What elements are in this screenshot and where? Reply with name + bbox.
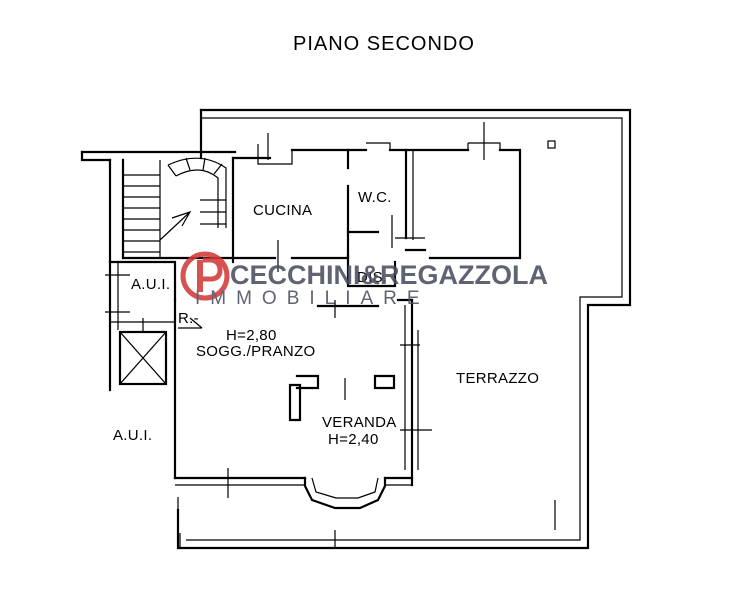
plan-title: PIANO SECONDO [293,33,475,55]
veranda-bay [303,476,387,510]
watermark-ring [180,251,230,301]
wc-label: W.C. [358,189,392,206]
watermark: CECCHINI&REGAZZOLA IMMOBILIARE [180,251,548,309]
terrace-edge-ticks [179,530,336,548]
kitchen-north-wall-b [290,148,350,170]
terrace-drain [547,140,556,149]
r-label: R.- [178,310,199,327]
soggiorno-height: H=2,80 [226,327,277,344]
dis-label: DIS. [357,269,387,286]
aui-top-label: A.U.I. [131,276,170,293]
pillar-right [373,374,396,390]
watermark-sub: IMMOBILIARE [195,288,430,309]
veranda-label: VERANDA [322,414,397,431]
pillar-left [288,383,302,422]
terrace-parapet [186,117,623,541]
bedroom-walls [404,148,522,260]
kitchen-window [257,133,293,165]
kitchen-label: CUCINA [253,202,312,219]
bedroom-window [467,122,501,160]
wc-door [391,215,425,248]
stair-treads [123,157,227,258]
watermark-brand: CECCHINI&REGAZZOLA [230,260,548,290]
terrace-label: TERRAZZO [456,370,539,387]
living-east-ticks [400,330,432,470]
aui-top-wall [108,260,177,302]
bedroom-inner [412,150,418,251]
aui-top-ticks [105,262,130,330]
watermark-logo-icon [180,251,230,301]
landing-cap [80,150,112,162]
dis-walls [346,254,397,288]
terrace-ticks [227,468,556,530]
soggiorno-label: SOGG./PRANZO [196,343,315,360]
lift-shaft-cross [119,331,167,385]
pillar-left-cap [295,374,320,390]
aui-left-label: A.U.I. [113,427,152,444]
lift-shaft-ticks [110,318,175,332]
wc-window [366,142,391,150]
veranda-bay-inner [311,477,379,499]
r-marker [178,317,203,329]
veranda-height: H=2,40 [328,431,379,448]
